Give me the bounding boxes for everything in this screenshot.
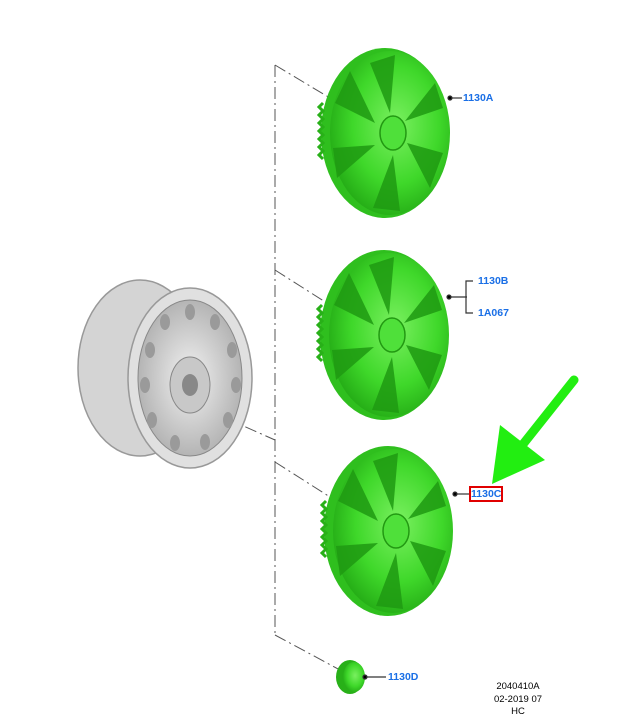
wheel-cover-1130B[interactable] xyxy=(316,248,451,422)
center-cap-1130D[interactable] xyxy=(336,660,365,694)
wheel-cover-1130A[interactable] xyxy=(317,46,452,220)
footer-info: 2040410A 02-2019 07 HC xyxy=(478,681,558,719)
highlight-arrow xyxy=(492,375,579,484)
part-label-1130A[interactable]: 1130A xyxy=(463,92,494,104)
illustration-code: HC xyxy=(511,706,525,717)
part-label-1A067[interactable]: 1A067 xyxy=(478,307,509,319)
illustration-id: 2040410A xyxy=(496,681,540,692)
part-label-1130B[interactable]: 1130B xyxy=(478,275,509,287)
illustration-date: 02-2019 07 xyxy=(493,693,543,705)
part-label-1130D[interactable]: 1130D xyxy=(388,671,419,683)
part-label-1130C[interactable]: 1130C xyxy=(468,486,504,502)
callout-lines xyxy=(362,95,473,680)
steel-wheel xyxy=(77,279,253,469)
wheel-cover-1130C[interactable] xyxy=(320,444,455,618)
